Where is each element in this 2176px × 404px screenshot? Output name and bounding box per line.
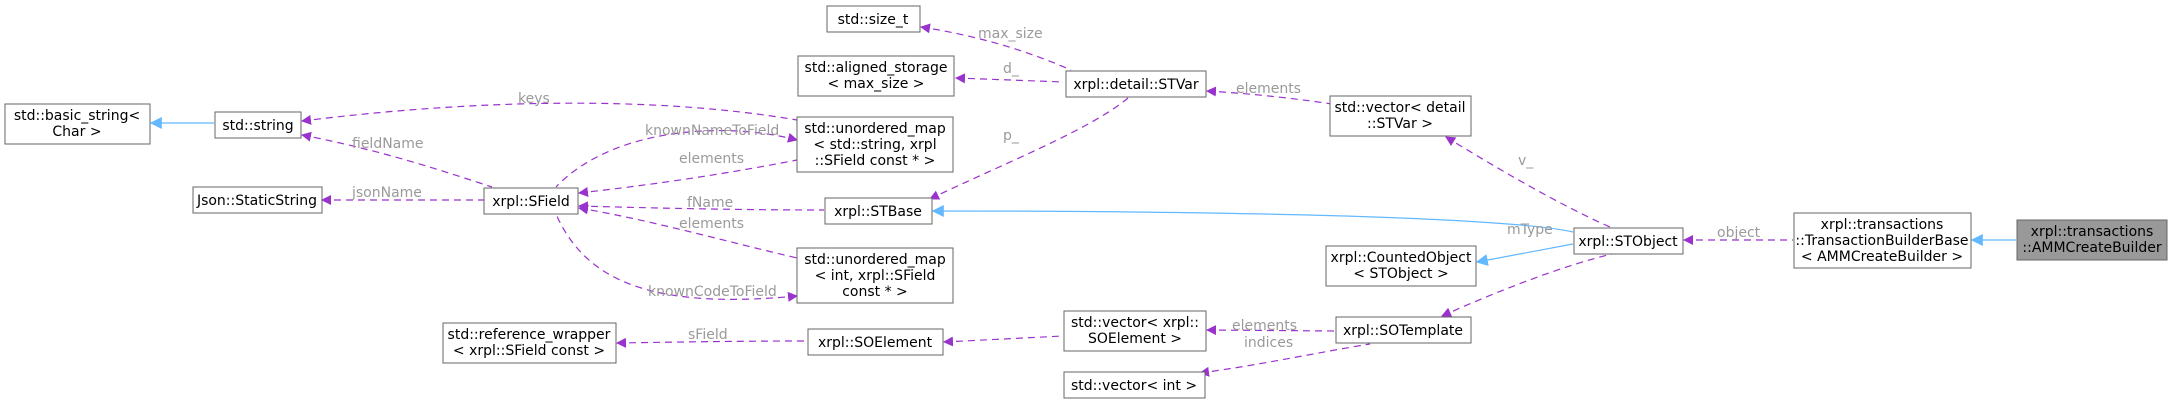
edges	[149, 23, 2016, 377]
edge-label-indices: indices	[1244, 335, 1293, 351]
edge-label-known-name-to-field: knownNameToField	[645, 123, 779, 139]
node-label: xrpl::STBase	[834, 204, 922, 220]
node-label: xrpl::transactions	[2031, 224, 2154, 240]
edge-elements-code	[578, 204, 798, 259]
edge-v	[1445, 136, 1611, 228]
node-stbase[interactable]: xrpl::STBase	[824, 197, 933, 225]
edge-label-f-name: fName	[687, 195, 733, 211]
edge-elements-vec-so	[943, 335, 1064, 347]
edge-inherit-stbase	[931, 205, 1574, 233]
node-label: std::basic_string<	[14, 108, 140, 124]
edge-label-elements-stvar: elements	[1236, 81, 1301, 97]
node-label: std::size_t	[838, 12, 909, 28]
edge-label-v: v_	[1518, 153, 1534, 169]
node-label: Char >	[52, 124, 101, 140]
edge-label-max-size: max_size	[978, 26, 1043, 42]
edge-inherit-counted	[1475, 243, 1574, 266]
node-json-staticstring[interactable]: Json::StaticString	[192, 186, 323, 214]
node-std-vector-soelement[interactable]: std::vector< xrpl:: SOElement >	[1063, 310, 1207, 352]
node-label: ::STVar >	[1367, 116, 1433, 132]
node-label: < AMMCreateBuilder >	[1801, 249, 1963, 265]
edge-d	[955, 73, 1065, 84]
node-std-size-t[interactable]: std::size_t	[826, 5, 921, 33]
node-label: std::vector< xrpl::	[1071, 315, 1199, 331]
edge-label-s-field: sField	[688, 327, 728, 343]
node-stobject[interactable]: xrpl::STObject	[1573, 227, 1684, 255]
node-label: ::AMMCreateBuilder	[2022, 240, 2161, 256]
edge-elements-stvar	[1206, 86, 1333, 105]
node-std-string[interactable]: std::string	[214, 111, 302, 139]
edge-f-name	[578, 201, 825, 212]
edge-label-p: p_	[1003, 128, 1020, 144]
edge-elements-so	[1206, 325, 1336, 336]
edge-known-name-to-field	[555, 129, 798, 188]
edge-keys	[301, 102, 798, 125]
node-label: std::unordered_map	[804, 121, 946, 137]
node-label: std::vector< int >	[1071, 378, 1197, 394]
edge-label-elements-code: elements	[679, 216, 744, 232]
node-label: xrpl::transactions	[1821, 217, 1944, 233]
edge-p	[929, 97, 1129, 200]
edge-label-m-type: mType	[1507, 222, 1553, 238]
node-label: < STObject >	[1353, 266, 1448, 282]
edge-label-object: object	[1717, 225, 1761, 241]
node-label: const * >	[842, 284, 908, 300]
node-label: xrpl::CountedObject	[1331, 250, 1472, 266]
node-label: std::unordered_map	[804, 252, 946, 268]
edge-label-elements-so: elements	[1232, 318, 1297, 334]
node-label: xrpl::STObject	[1578, 234, 1678, 250]
edge-labels: max_size d_ p_ elements v_ object keys f…	[351, 26, 1761, 351]
node-label: < max_size >	[827, 76, 924, 92]
edge-indices	[1199, 343, 1371, 377]
edge-label-known-code-to-field: knownCodeToField	[648, 284, 777, 300]
node-std-vector-int[interactable]: std::vector< int >	[1063, 371, 1206, 399]
edge-label-d: d_	[1003, 61, 1020, 77]
node-label: xrpl::detail::STVar	[1073, 77, 1199, 93]
node-label: < std::string, xrpl	[813, 137, 936, 153]
node-reference-wrapper[interactable]: std::reference_wrapper < xrpl::SField co…	[442, 322, 617, 364]
node-soelement[interactable]: xrpl::SOElement	[807, 328, 944, 356]
node-transaction-builder-base[interactable]: xrpl::transactions ::TransactionBuilderB…	[1793, 212, 1972, 269]
node-unordered-map-name[interactable]: std::unordered_map < std::string, xrpl :…	[796, 116, 954, 173]
edge-elements-name	[578, 159, 798, 197]
node-label: < int, xrpl::SField	[815, 268, 936, 284]
node-sfield[interactable]: xrpl::SField	[483, 187, 579, 215]
node-std-basic-string[interactable]: std::basic_string< Char >	[4, 103, 151, 145]
edge-label-keys: keys	[518, 91, 550, 107]
node-counted-object[interactable]: xrpl::CountedObject < STObject >	[1325, 245, 1477, 287]
edge-known-code-to-field	[555, 213, 798, 302]
node-label: xrpl::SOTemplate	[1343, 323, 1463, 339]
node-label: ::SField const * >	[815, 153, 936, 169]
node-unordered-map-code[interactable]: std::unordered_map < int, xrpl::SField c…	[796, 247, 954, 304]
node-sotemplate[interactable]: xrpl::SOTemplate	[1335, 316, 1472, 344]
edge-label-field-name: fieldName	[352, 136, 424, 152]
node-amm-create-builder[interactable]: xrpl::transactions ::AMMCreateBuilder	[2016, 219, 2168, 261]
node-label: ::TransactionBuilderBase	[1795, 233, 1968, 249]
edge-field-name	[301, 131, 493, 188]
edge-label-elements-name: elements	[679, 151, 744, 167]
node-stvar[interactable]: xrpl::detail::STVar	[1065, 70, 1207, 98]
node-label: Json::StaticString	[196, 193, 317, 209]
node-label: xrpl::SField	[492, 194, 569, 210]
node-label: xrpl::SOElement	[818, 335, 933, 351]
node-std-vector-stvar[interactable]: std::vector< detail ::STVar >	[1329, 95, 1472, 137]
node-label: std::string	[222, 118, 293, 134]
node-std-aligned-storage[interactable]: std::aligned_storage < max_size >	[797, 55, 955, 97]
nodes: std::size_t std::aligned_storage < max_s…	[4, 5, 2168, 399]
edge-label-json-name: jsonName	[351, 185, 422, 201]
node-label: std::aligned_storage	[805, 60, 948, 76]
node-label: < xrpl::SField const >	[453, 343, 605, 359]
node-label: std::vector< detail	[1334, 100, 1465, 116]
edge-m-type	[1441, 253, 1613, 317]
node-label: SOElement >	[1088, 331, 1182, 347]
node-label: std::reference_wrapper	[448, 327, 611, 343]
